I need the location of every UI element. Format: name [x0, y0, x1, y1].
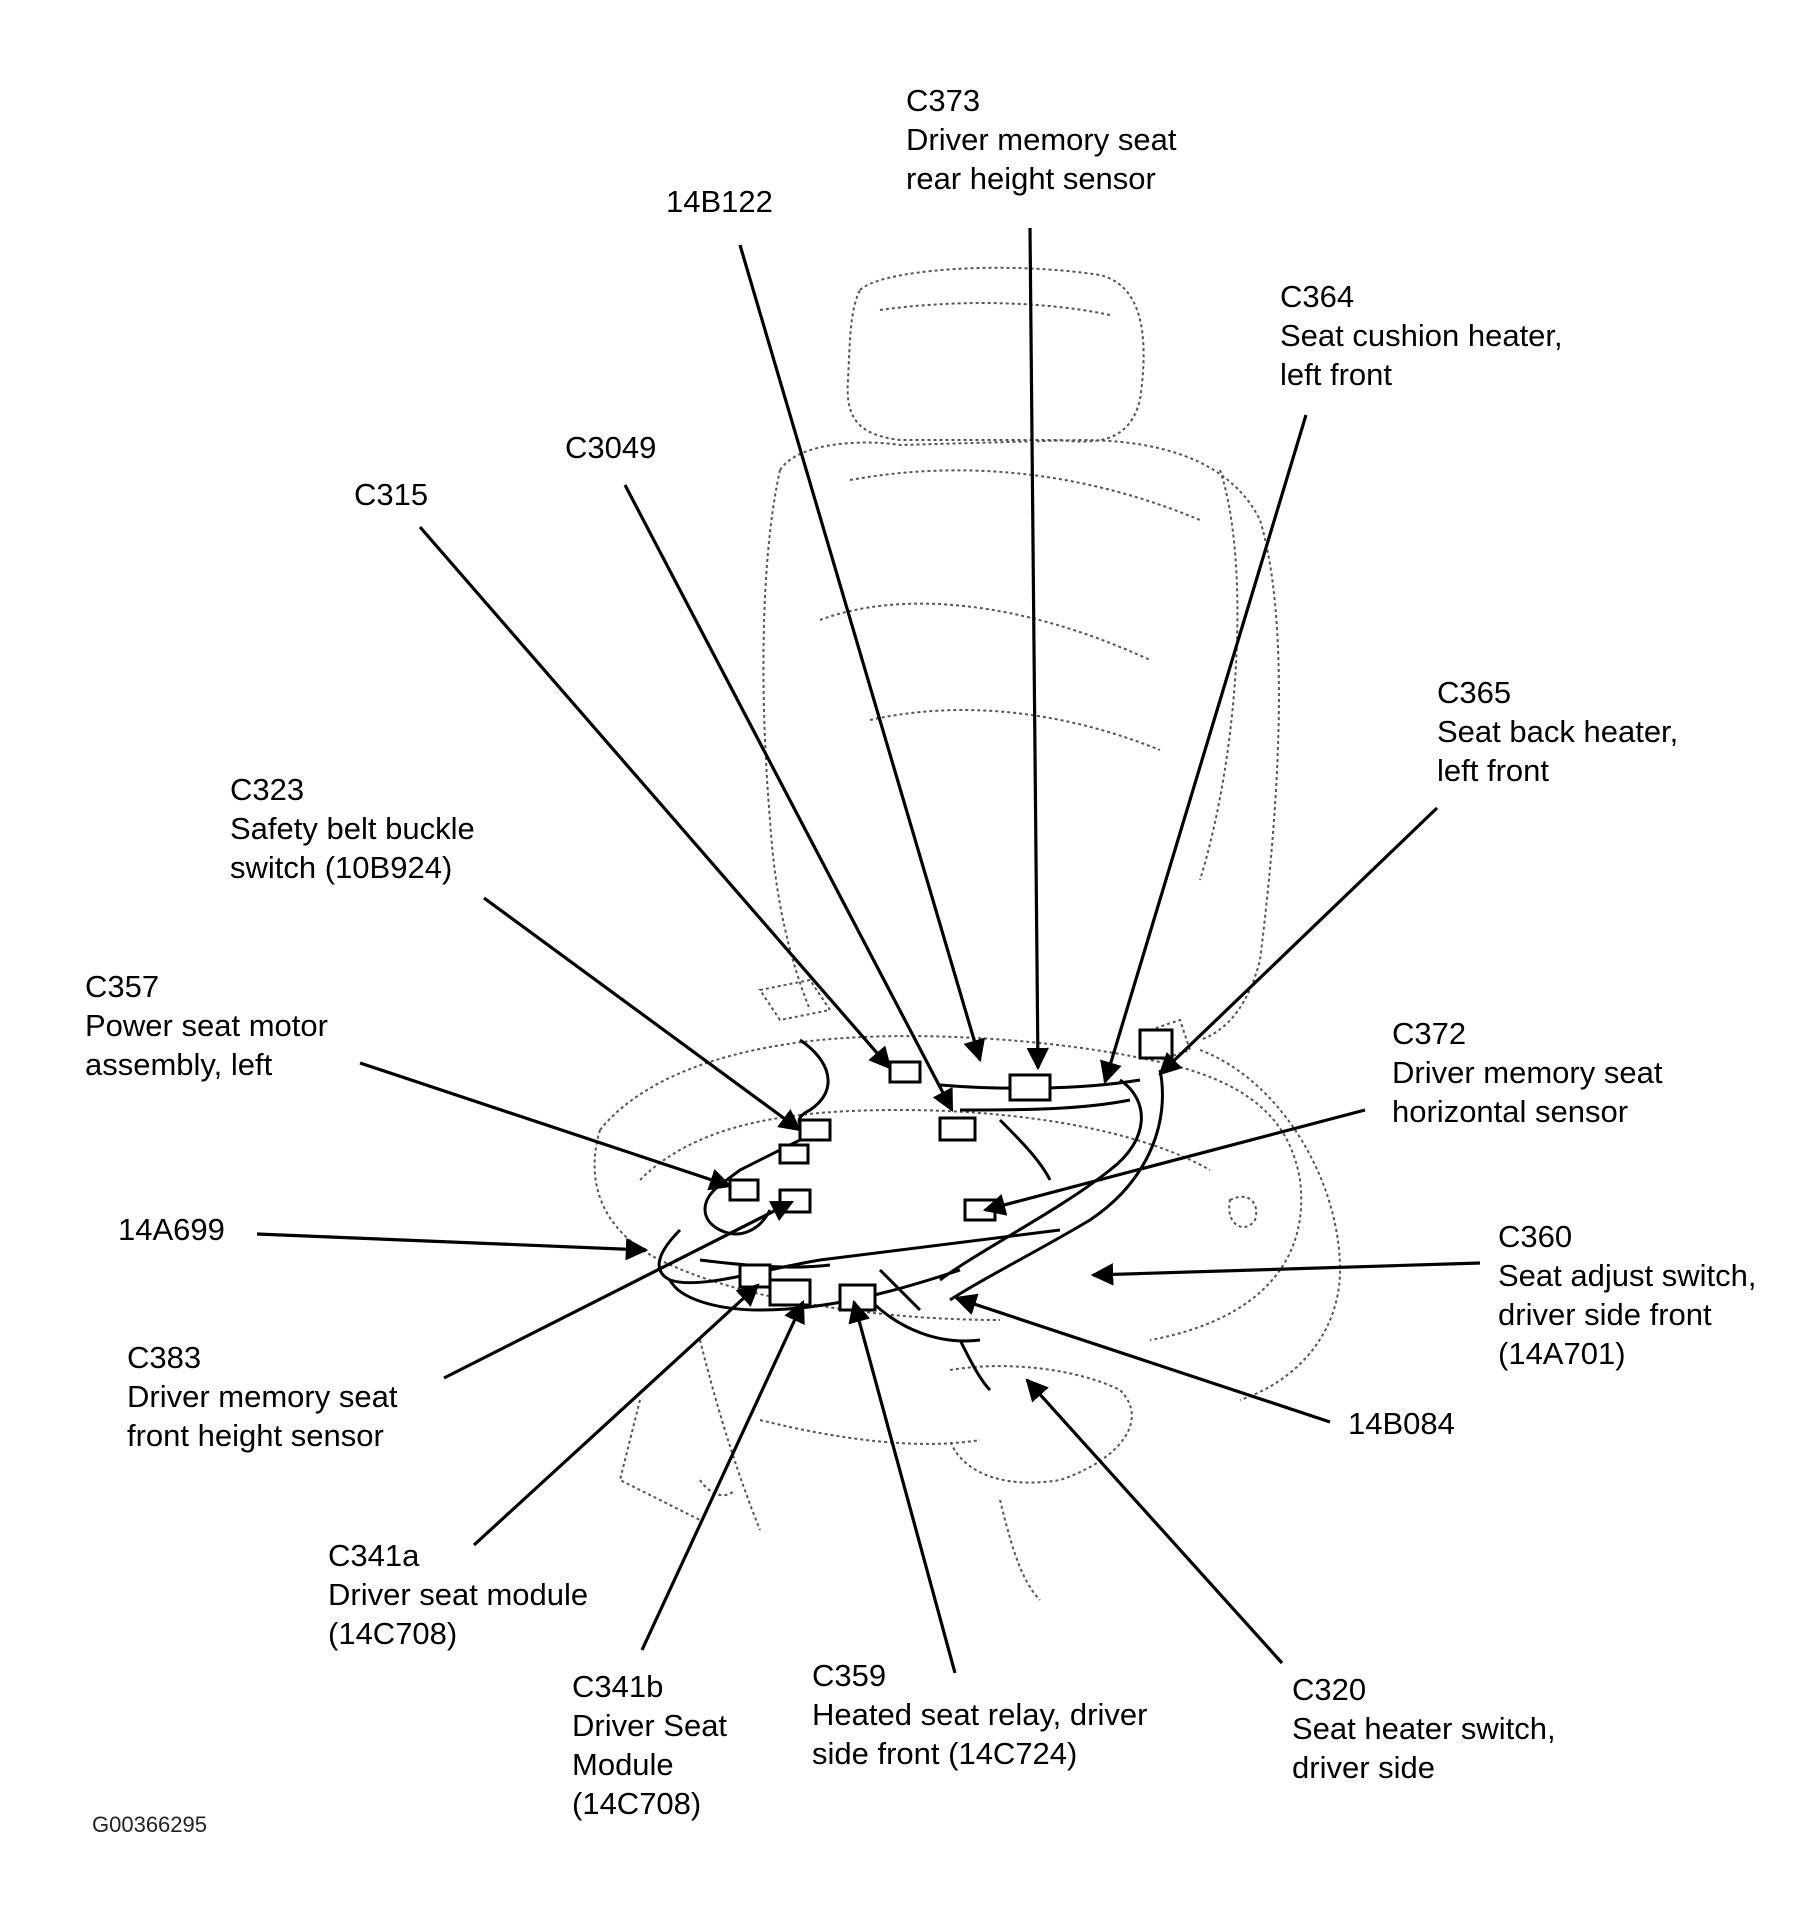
- callout-c341b: C341b Driver Seat Module (14C708): [572, 1667, 727, 1823]
- callout-line: C315: [354, 477, 429, 512]
- callout-line: 14B122: [666, 184, 773, 219]
- callout-c315: C315: [354, 475, 428, 514]
- callout-line: C372: [1392, 1016, 1467, 1051]
- callout-line: C360: [1498, 1219, 1573, 1254]
- callout-line: Driver memory seat: [127, 1379, 398, 1414]
- callout-line: left front: [1280, 357, 1392, 392]
- callout-arrows: [256, 227, 1481, 1674]
- callout-14a699: 14A699: [118, 1210, 225, 1249]
- callout-c323: C323 Safety belt buckle switch (10B924): [230, 770, 475, 887]
- arrow-14b122: [738, 244, 986, 1063]
- arrow-c364: [1100, 414, 1308, 1085]
- callout-line: (14C708): [572, 1786, 702, 1821]
- arrow-c359: [848, 1299, 957, 1674]
- seat-illustration: [593, 266, 1342, 1601]
- callout-line: (14C708): [328, 1616, 458, 1651]
- arrow-c373: [1026, 227, 1050, 1071]
- arrow-c323: [483, 896, 802, 1132]
- callout-line: C373: [906, 83, 981, 118]
- callout-line: C323: [230, 772, 305, 807]
- callout-line: Safety belt buckle: [230, 811, 475, 846]
- callout-line: left front: [1437, 753, 1549, 788]
- callout-c3049: C3049: [565, 428, 656, 467]
- callout-line: C341b: [572, 1669, 664, 1704]
- callout-c320: C320 Seat heater switch, driver side: [1292, 1670, 1556, 1787]
- callout-line: assembly, left: [85, 1047, 273, 1082]
- callout-line: horizontal sensor: [1392, 1094, 1629, 1129]
- callout-line: (14A701): [1498, 1336, 1626, 1371]
- callout-c383: C383 Driver memory seat front height sen…: [127, 1338, 397, 1455]
- callout-line: rear height sensor: [906, 161, 1156, 196]
- callout-c357: C357 Power seat motor assembly, left: [85, 967, 328, 1084]
- callout-c341a: C341a Driver seat module (14C708): [328, 1536, 588, 1653]
- arrow-c315: [418, 525, 892, 1070]
- callout-line: C359: [812, 1658, 887, 1693]
- callout-line: C383: [127, 1340, 202, 1375]
- wiring-harness: [657, 1038, 1164, 1392]
- callout-line: Seat back heater,: [1437, 714, 1679, 749]
- arrow-c360: [1090, 1261, 1481, 1286]
- callout-c364: C364 Seat cushion heater, left front: [1280, 277, 1563, 394]
- callout-line: front height sensor: [127, 1418, 384, 1453]
- callout-line: side front (14C724): [812, 1736, 1078, 1771]
- callout-line: C365: [1437, 675, 1512, 710]
- callout-c373: C373 Driver memory seat rear height sens…: [906, 81, 1176, 198]
- arrow-c341a: [472, 1283, 760, 1547]
- callout-line: C357: [85, 969, 160, 1004]
- arrow-c357: [359, 1061, 733, 1191]
- callout-line: Driver memory seat: [906, 122, 1177, 157]
- callout-line: C3049: [565, 430, 657, 465]
- callout-line: 14B084: [1348, 1406, 1455, 1441]
- connectors: [728, 1028, 1174, 1312]
- arrow-c3049: [623, 484, 954, 1112]
- callout-line: Seat cushion heater,: [1280, 318, 1563, 353]
- callout-line: Driver seat module: [328, 1577, 589, 1612]
- arrow-c365: [1158, 806, 1439, 1076]
- callout-line: Heated seat relay, driver: [812, 1697, 1148, 1732]
- callout-c359: C359 Heated seat relay, driver side fron…: [812, 1656, 1147, 1773]
- callout-line: driver side: [1292, 1750, 1435, 1785]
- callout-line: 14A699: [118, 1212, 225, 1247]
- arrow-c320: [1025, 1378, 1284, 1665]
- callout-line: Module: [572, 1747, 674, 1782]
- callout-line: driver side front: [1498, 1297, 1712, 1332]
- callout-line: Seat heater switch,: [1292, 1711, 1556, 1746]
- callout-c365: C365 Seat back heater, left front: [1437, 673, 1678, 790]
- arrow-c341b: [640, 1299, 805, 1651]
- arrow-14a699: [256, 1232, 649, 1261]
- callout-line: switch (10B924): [230, 850, 453, 885]
- callout-line: C364: [1280, 279, 1355, 314]
- callout-line: Seat adjust switch,: [1498, 1258, 1757, 1293]
- callout-14b122: 14B122: [666, 182, 773, 221]
- callout-c372: C372 Driver memory seat horizontal senso…: [1392, 1014, 1662, 1131]
- figure-id: G00366295: [92, 1812, 207, 1837]
- arrow-14b084: [953, 1293, 1331, 1424]
- callout-line: C320: [1292, 1672, 1367, 1707]
- callout-line: Driver Seat: [572, 1708, 728, 1743]
- callout-line: Power seat motor: [85, 1008, 328, 1043]
- callout-line: Driver memory seat: [1392, 1055, 1663, 1090]
- callout-line: C341a: [328, 1538, 420, 1573]
- arrow-c372: [982, 1108, 1366, 1216]
- callout-c360: C360 Seat adjust switch, driver side fro…: [1498, 1217, 1756, 1373]
- callout-14b084: 14B084: [1348, 1404, 1455, 1443]
- arrow-c383: [443, 1200, 794, 1380]
